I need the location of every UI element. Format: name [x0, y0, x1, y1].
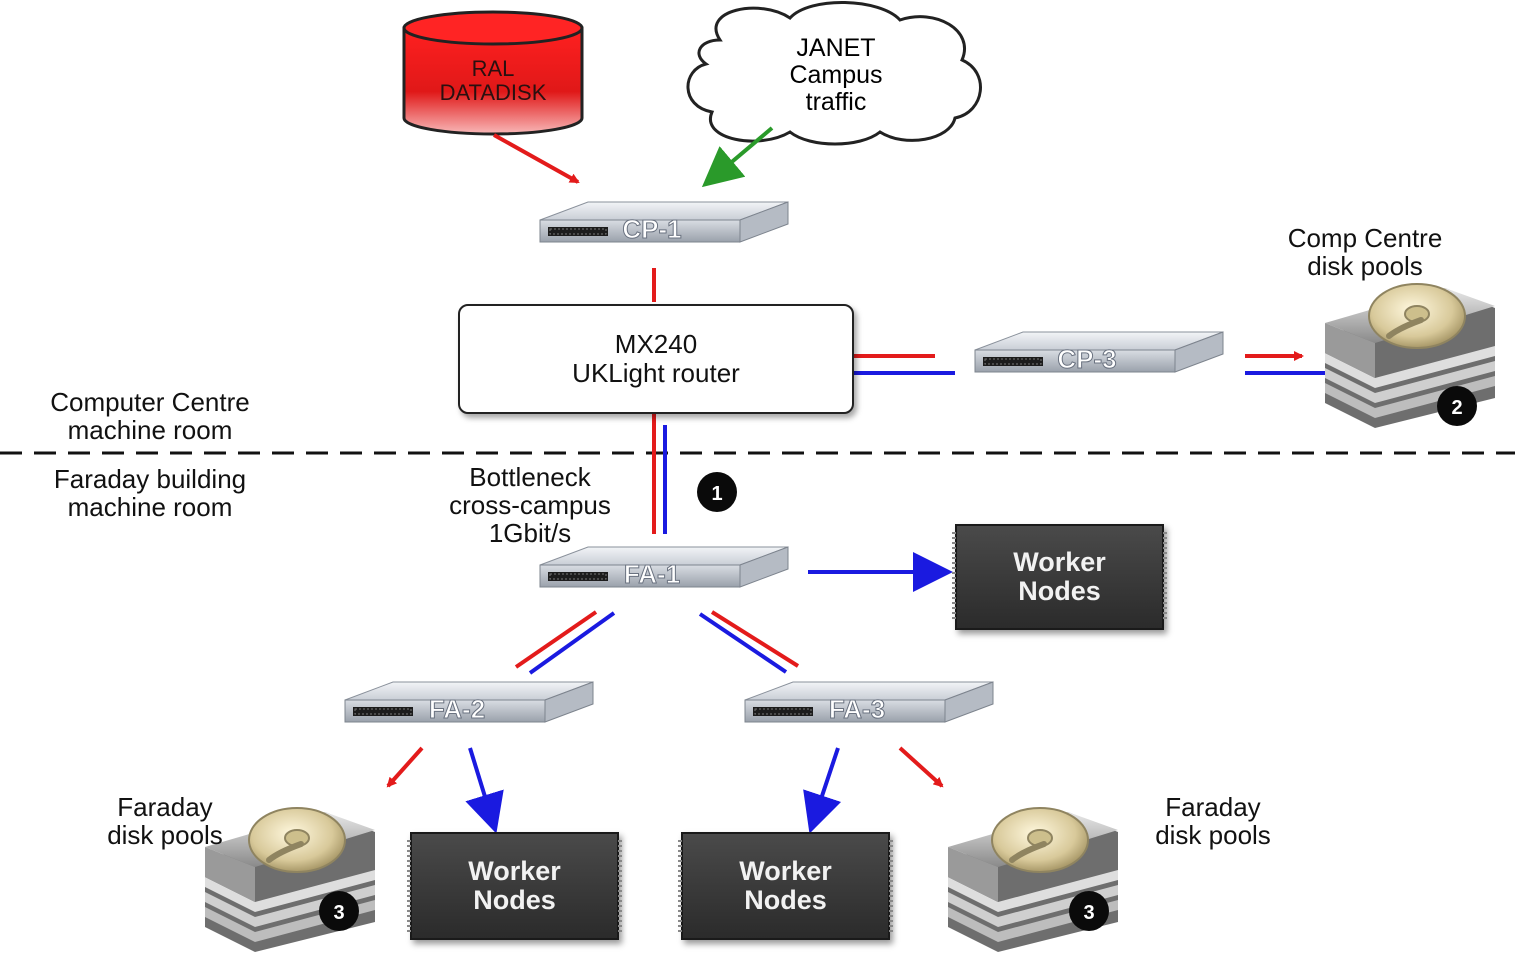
switch-fa2-label: FA-2 — [429, 694, 485, 724]
badge-faraday-disk-left: 3 — [319, 891, 359, 931]
switch-cp1: CP-1 — [539, 201, 789, 245]
faraday-pools-right-label: Faraday disk pools — [1155, 792, 1271, 850]
fa1-fa2-link-red — [514, 610, 598, 669]
switch-fa2: FA-2 — [344, 681, 594, 725]
badge-faraday-disk-right: 3 — [1069, 891, 1109, 931]
worker-top-line2: Nodes — [1018, 576, 1101, 606]
comp-centre-pools-label: Comp Centre disk pools — [1287, 223, 1443, 281]
ral-label-line2: DATADISK — [440, 80, 547, 105]
ral-datadisk-cylinder: RAL DATADISK — [402, 10, 584, 136]
switch-cp3-label: CP-3 — [1057, 344, 1116, 374]
svg-text:3: 3 — [1083, 902, 1094, 924]
faraday-pools-left-label: Faraday disk pools — [107, 792, 223, 850]
svg-text:3: 3 — [333, 902, 344, 924]
badge-bottleneck: 1 — [697, 472, 737, 512]
janet-cloud: JANET Campus traffic — [686, 1, 982, 146]
worker-left-line2: Nodes — [473, 885, 556, 915]
ral-to-cp1-arrow — [493, 133, 580, 184]
worker-right-line2: Nodes — [744, 885, 827, 915]
worker-top-line1: Worker — [1013, 547, 1106, 577]
router-label-line2: UKLight router — [572, 358, 740, 388]
fa3-to-disk-arrow — [898, 746, 944, 788]
worker-nodes-right: Worker Nodes — [678, 832, 893, 940]
fa1-fa3-link-blue — [698, 612, 788, 674]
mx240-router: MX240 UKLight router — [458, 304, 854, 414]
svg-text:2: 2 — [1451, 397, 1462, 419]
bottleneck-label: Bottleneck cross-campus 1Gbit/s — [449, 462, 611, 548]
janet-label-line3: traffic — [806, 88, 867, 116]
worker-left-line1: Worker — [468, 856, 561, 886]
badge-comp-centre-disk: 2 — [1437, 386, 1477, 426]
switch-cp1-label: CP-1 — [622, 214, 681, 244]
computer-centre-room-label: Computer Centre machine room — [50, 387, 250, 445]
fa1-fa2-link-blue — [528, 611, 616, 675]
worker-nodes-left: Worker Nodes — [407, 832, 622, 940]
svg-text:1: 1 — [711, 483, 722, 505]
faraday-room-label: Faraday building machine room — [53, 464, 247, 522]
janet-to-cp1-arrow — [701, 126, 774, 188]
switch-fa1-label: FA-1 — [624, 559, 680, 589]
fa1-fa3-link-red — [710, 610, 800, 668]
router-label-line1: MX240 — [614, 329, 698, 359]
switch-cp3: CP-3 — [974, 331, 1224, 375]
switch-fa3: FA-3 — [744, 681, 994, 725]
worker-nodes-top: Worker Nodes — [952, 524, 1167, 630]
fa2-to-disk-arrow — [386, 746, 424, 788]
worker-right-line1: Worker — [739, 856, 832, 886]
janet-label-line1: JANET — [796, 34, 875, 62]
ral-label-line1: RAL — [472, 56, 515, 81]
switch-fa3-label: FA-3 — [829, 694, 885, 724]
fa3-to-workers-arrow — [803, 747, 842, 834]
switch-fa1: FA-1 — [539, 546, 789, 590]
fa2-to-workers-arrow — [465, 747, 504, 834]
janet-label-line2: Campus — [789, 61, 882, 89]
